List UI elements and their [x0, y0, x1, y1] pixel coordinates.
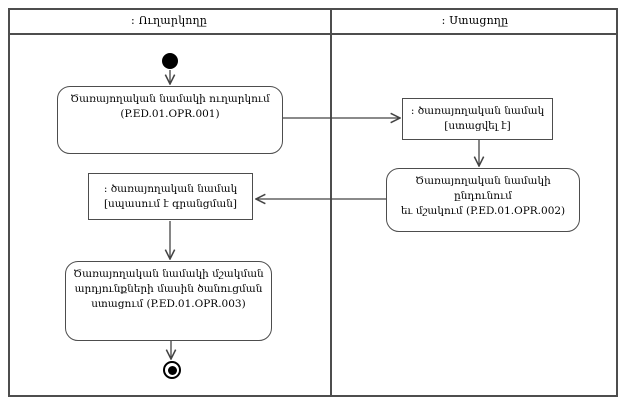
activity-send-letter-label: Ծառայողական նամակի ուղարկում (P.ED.01.OP…	[70, 93, 270, 120]
final-node-inner-dot	[167, 365, 177, 375]
lane-title-sender: : Ուղարկողը	[130, 14, 208, 27]
lane-header-sender: : Ուղարկողը	[8, 8, 330, 33]
activity-accept-process-letter-label: Ծառայողական նամակի ընդունում եւ մշակում …	[400, 175, 566, 217]
lane-header-rule	[8, 33, 618, 35]
lane-header-receiver: : Ստացողը	[332, 8, 618, 33]
activity-receive-processing-notification-label: Ծառայողական նամակի մշակման արդյունքների …	[73, 268, 264, 310]
lane-divider	[330, 8, 332, 397]
object-letter-waiting-registration-label: : ծառայողական նամակ [սպասում է գրանցման]	[103, 182, 238, 210]
activity-send-letter: Ծառայողական նամակի ուղարկում (P.ED.01.OP…	[57, 86, 283, 154]
object-letter-received: : ծառայողական նամակ [ստացվել է]	[402, 98, 553, 140]
activity-accept-process-letter: Ծառայողական նամակի ընդունում եւ մշակում …	[386, 168, 580, 232]
object-letter-received-label: : ծառայողական նամակ [ստացվել է]	[410, 105, 545, 132]
final-node	[163, 361, 181, 379]
initial-node	[162, 53, 178, 69]
object-letter-waiting-registration: : ծառայողական նամակ [սպասում է գրանցման]	[88, 173, 253, 220]
activity-receive-processing-notification: Ծառայողական նամակի մշակման արդյունքների …	[65, 261, 272, 341]
diagram-frame	[8, 8, 618, 397]
lane-title-receiver: : Ստացողը	[441, 14, 509, 27]
